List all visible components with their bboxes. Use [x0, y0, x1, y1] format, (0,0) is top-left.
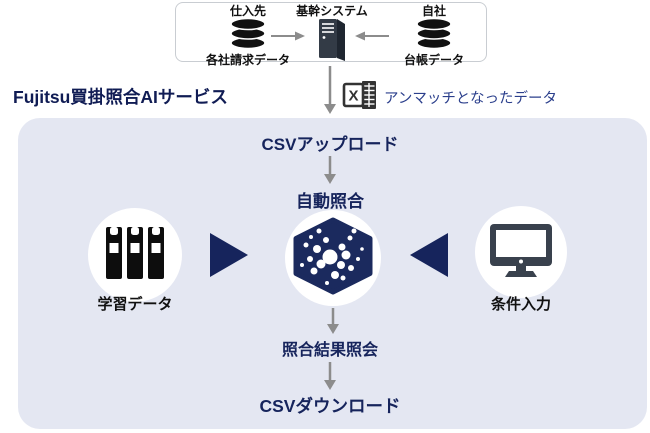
ai-core-circle — [285, 210, 381, 306]
database-icon — [415, 17, 453, 54]
learning-data-label: 学習データ — [97, 296, 173, 313]
unmatched-data-label: アンマッチとなったデータ — [384, 91, 557, 107]
own-company-group: 自社 台帳データ — [374, 4, 494, 67]
excel-file-icon: X — [342, 79, 378, 116]
step-csv-download: CSVダウンロード — [259, 396, 401, 416]
server-icon — [314, 18, 350, 67]
step-result-inquiry: 照合結果照会 — [281, 342, 378, 359]
condition-input-circle — [475, 206, 567, 298]
supplier-title: 仕入先 — [229, 4, 266, 18]
step-auto-match: 自動照合 — [296, 192, 364, 211]
down-arrow-icon — [323, 156, 337, 189]
down-arrow-icon — [323, 66, 337, 119]
supplier-caption: 各社請求データ — [205, 53, 290, 67]
step-csv-upload: CSVアップロード — [261, 135, 399, 154]
supplier-group: 仕入先 各社請求データ — [188, 4, 308, 67]
down-arrow-icon — [323, 362, 337, 395]
own-company-title: 自社 — [421, 4, 446, 18]
own-company-caption: 台帳データ — [403, 53, 464, 67]
flow-triangle-right-icon — [210, 233, 248, 277]
top-system-diagram: 仕入先 各社請求データ 基幹システム — [175, 2, 487, 67]
core-system-title: 基幹システム — [296, 4, 368, 18]
ai-hexagon-icon — [291, 217, 375, 300]
database-icon — [229, 17, 267, 54]
monitor-icon — [489, 223, 553, 282]
learning-data-circle — [88, 208, 182, 302]
flow-triangle-left-icon — [410, 233, 448, 277]
service-panel: CSVアップロード 自動照合 — [18, 118, 647, 429]
service-title: Fujitsu買掛照合AIサービス — [13, 87, 228, 107]
core-system-group: 基幹システム — [272, 4, 392, 67]
arrow-right-icon — [270, 29, 306, 47]
books-icon — [105, 225, 165, 286]
condition-input-label: 条件入力 — [490, 296, 551, 313]
arrow-left-icon — [354, 29, 390, 47]
svg-text:X: X — [348, 88, 358, 105]
down-arrow-icon — [326, 308, 340, 339]
